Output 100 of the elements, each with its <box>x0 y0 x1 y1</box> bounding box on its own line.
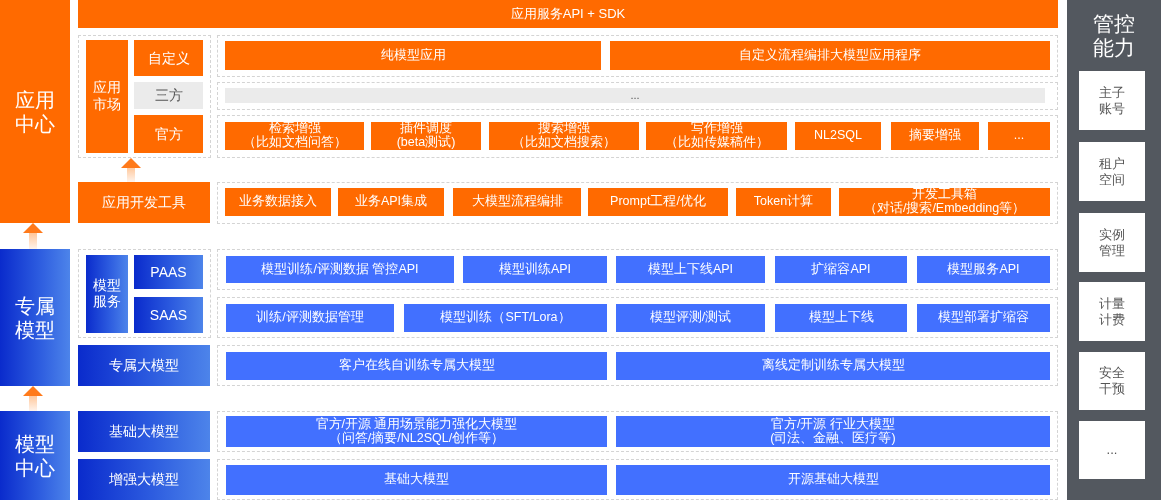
layer-label: 应用开发工具 <box>102 194 186 211</box>
feature-note: （比如文档搜索） <box>512 136 616 150</box>
row-frame <box>217 182 1058 224</box>
feature-label: 模型服务API <box>947 262 1020 277</box>
category-box <box>86 255 128 333</box>
category-box <box>86 40 128 153</box>
feature-label: 摘要增强 <box>909 129 961 143</box>
arrow <box>23 386 43 411</box>
feature-box <box>371 122 481 150</box>
category-title: 应用市场 <box>92 80 122 113</box>
feature-label: 搜索增强 <box>538 122 590 136</box>
arrow <box>23 223 43 249</box>
layer-box <box>78 459 210 500</box>
capability-box <box>1079 352 1145 410</box>
section-band <box>0 249 70 386</box>
section-band <box>0 0 70 223</box>
layer-label: 专属大模型 <box>109 357 179 374</box>
row-frame <box>217 345 1058 386</box>
tag-box <box>134 115 203 153</box>
tag-label: PAAS <box>150 263 187 281</box>
feature-label: 模型上下线 <box>808 311 874 325</box>
feature-note: （比如文档问答） <box>242 136 347 150</box>
section-title: 应用中心 <box>14 87 56 136</box>
feature-label: 检索增强 <box>268 122 321 136</box>
capability-label: 租户空间 <box>1098 155 1126 188</box>
feature-label: NL2SQL <box>814 129 862 143</box>
row-frame <box>217 411 1058 452</box>
feature-label: 官方/开源 通用场景能力强化大模型 <box>315 417 518 431</box>
feature-box <box>225 188 331 216</box>
feature-label: 开源基础大模型 <box>787 473 879 487</box>
feature-label: 官方/开源 行业大模型 <box>771 417 895 431</box>
feature-box <box>338 188 444 216</box>
feature-label: 插件调度 <box>400 122 452 136</box>
category-title: 模型服务 <box>92 277 122 311</box>
feature-box <box>917 256 1050 283</box>
layer-label: 基础大模型 <box>109 423 179 440</box>
feature-label: 扩缩容API <box>811 262 871 277</box>
control-panel <box>1067 0 1161 500</box>
section-title: 模型中心 <box>14 431 56 480</box>
tag-box <box>134 297 203 333</box>
feature-box <box>226 465 607 495</box>
feature-note: （比如传媒稿件） <box>664 136 769 150</box>
feature-label: Token计算 <box>753 195 814 209</box>
feature-label: 训练/评测数据管理 <box>256 311 364 325</box>
feature-label: ... <box>1013 129 1025 143</box>
arrow <box>121 158 141 182</box>
feature-note: （对话/搜索/Embedding等） <box>863 202 1026 216</box>
section-title: 专属模型 <box>14 293 56 342</box>
feature-label: 模型上下线API <box>647 262 734 277</box>
feature-box <box>891 122 979 150</box>
capability-label: 安全干预 <box>1098 365 1126 397</box>
feature-box <box>917 304 1050 332</box>
feature-box <box>225 41 601 70</box>
feature-box <box>839 188 1050 216</box>
tag-label: SAAS <box>149 306 188 324</box>
tag-label: 三方 <box>154 87 183 104</box>
feature-label: 模型训练（SFT/Lora） <box>440 311 571 325</box>
feature-box <box>225 122 364 150</box>
feature-box <box>226 416 607 447</box>
feature-box <box>646 122 787 150</box>
row-frame <box>217 459 1058 500</box>
layer-box <box>78 345 210 386</box>
feature-label: 纯模型应用 <box>380 48 446 63</box>
feature-note: （问答/摘要/NL2SQL/创作等） <box>328 431 505 446</box>
group-frame <box>78 35 211 158</box>
feature-box <box>616 256 765 283</box>
feature-label: 离线定制训练专属大模型 <box>761 359 905 373</box>
group-frame <box>78 249 211 338</box>
capability-label: 计量计费 <box>1098 295 1126 328</box>
capability-label: 主子账号 <box>1098 84 1126 117</box>
feature-label: 基础大模型 <box>384 473 449 487</box>
api-label: 应用服务API + SDK <box>510 6 626 22</box>
tag-box <box>134 255 203 289</box>
layer-box <box>78 411 210 452</box>
feature-box <box>453 188 581 216</box>
capability-box <box>1079 71 1145 130</box>
row-frame <box>217 115 1058 158</box>
feature-note: (司法、金融、医疗等) <box>770 431 896 446</box>
feature-box <box>795 122 881 150</box>
tag-label: 自定义 <box>147 49 190 67</box>
ellipsis-text: ... <box>630 90 640 101</box>
feature-label: 业务数据接入 <box>239 195 317 209</box>
feature-label: 大模型流程编排 <box>471 195 563 209</box>
layer-label: 增强大模型 <box>109 471 179 488</box>
capability-box <box>1079 421 1145 479</box>
row-frame <box>217 249 1058 290</box>
capability-label: ... <box>1105 442 1119 458</box>
capability-box <box>1079 213 1145 272</box>
feature-box <box>489 122 639 150</box>
feature-label: 模型训练/评测数据 管控API <box>261 262 419 277</box>
capability-box <box>1079 282 1145 341</box>
tag-label: 官方 <box>154 125 183 143</box>
feature-label: Prompt工程/优化 <box>610 195 706 209</box>
feature-box <box>775 256 907 283</box>
tag-box <box>134 40 203 76</box>
api-bar <box>78 0 1058 28</box>
feature-box <box>616 304 765 332</box>
capability-label: 实例管理 <box>1098 226 1126 259</box>
feature-note: (beta测试) <box>396 136 456 150</box>
feature-box <box>588 188 728 216</box>
